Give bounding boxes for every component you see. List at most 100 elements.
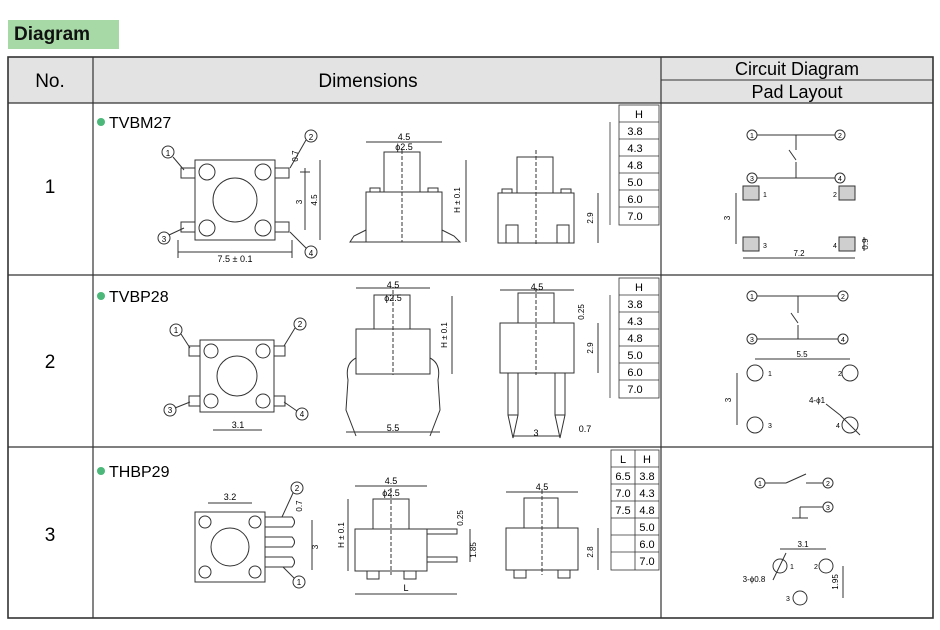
svg-text:3: 3 bbox=[162, 235, 167, 244]
model-bullet-2 bbox=[97, 292, 105, 300]
svg-text:2: 2 bbox=[833, 192, 837, 199]
dim-stem-dia: ϕ2.5 bbox=[395, 142, 413, 152]
dim-height: H ± 0.1 bbox=[337, 522, 346, 548]
row1-circuit-diagram bbox=[746, 129, 846, 184]
dim-pitch: 3 bbox=[311, 544, 320, 549]
row3-pad-layout bbox=[772, 548, 844, 606]
h-header-3: H bbox=[643, 454, 651, 466]
svg-text:1: 1 bbox=[790, 564, 794, 571]
svg-text:2: 2 bbox=[841, 294, 845, 301]
svg-text:2: 2 bbox=[814, 564, 818, 571]
svg-text:2: 2 bbox=[298, 320, 303, 329]
model-name-3: THBP29 bbox=[109, 464, 170, 481]
row2-front-view bbox=[345, 287, 453, 437]
svg-text:3: 3 bbox=[786, 596, 790, 603]
row-number-1: 1 bbox=[45, 177, 56, 198]
row3-front-view bbox=[347, 485, 471, 595]
pad-hole: 3-ϕ0.8 bbox=[743, 575, 766, 584]
svg-text:4: 4 bbox=[841, 337, 845, 344]
row1-side-view bbox=[497, 150, 599, 245]
dim-height: H ± 0.1 bbox=[440, 322, 449, 348]
dim-front-width: 4.5 bbox=[387, 280, 400, 290]
h-value: 4.8 bbox=[627, 333, 642, 345]
svg-text:2: 2 bbox=[838, 133, 842, 140]
svg-text:3: 3 bbox=[750, 337, 754, 344]
row2-pad-layout bbox=[736, 358, 861, 436]
h-value: 7.0 bbox=[627, 211, 642, 223]
table-border bbox=[7, 56, 934, 619]
dim-offset: 1.85 bbox=[469, 542, 478, 558]
svg-text:4: 4 bbox=[309, 249, 314, 258]
svg-text:3: 3 bbox=[750, 176, 754, 183]
dim-lead: 0.7 bbox=[579, 424, 592, 434]
dim-side-height: 2.9 bbox=[586, 212, 595, 224]
dim-stem-dia: ϕ2.5 bbox=[384, 293, 402, 303]
dim-side-height: 2.8 bbox=[586, 546, 595, 558]
h-value: 4.8 bbox=[639, 505, 654, 517]
l-value: 7.5 bbox=[615, 505, 630, 517]
h-value: 5.0 bbox=[627, 177, 642, 189]
svg-text:1: 1 bbox=[166, 149, 171, 158]
row1-top-view bbox=[157, 129, 321, 259]
row3-side-view bbox=[505, 490, 599, 579]
dim-side-height: 2.9 bbox=[586, 342, 595, 354]
row2-top-view bbox=[163, 317, 309, 431]
dim-front-width: 4.5 bbox=[385, 476, 398, 486]
row3-circuit-diagram bbox=[754, 473, 834, 519]
row1-pad-layout bbox=[735, 185, 865, 259]
dim-side-pitch: 3 bbox=[533, 428, 538, 438]
svg-text:4: 4 bbox=[833, 243, 837, 250]
pad-pitch-y: 1.95 bbox=[831, 574, 840, 590]
row2-circuit-diagram bbox=[746, 290, 849, 345]
svg-text:2: 2 bbox=[826, 481, 830, 488]
pad-pitch-y: 3 bbox=[723, 215, 732, 220]
dim-lead: 0.7 bbox=[295, 500, 304, 512]
dim-lead-span: 5.5 bbox=[387, 423, 400, 433]
h-value: 7.0 bbox=[639, 556, 654, 568]
section-title: Diagram bbox=[8, 20, 119, 49]
svg-text:1: 1 bbox=[750, 294, 754, 301]
svg-text:4: 4 bbox=[300, 410, 305, 419]
h-value: 4.3 bbox=[627, 143, 642, 155]
dim-side-width: 4.5 bbox=[536, 482, 549, 492]
header-no: No. bbox=[35, 71, 65, 92]
svg-text:2: 2 bbox=[838, 371, 842, 378]
dim-height: H ± 0.1 bbox=[453, 187, 462, 213]
svg-text:3: 3 bbox=[768, 423, 772, 430]
model-name-2: TVBP28 bbox=[109, 289, 169, 306]
svg-text:4: 4 bbox=[838, 176, 842, 183]
h-value: 6.0 bbox=[639, 539, 654, 551]
row1-front-view bbox=[349, 141, 467, 243]
pad-hole: 4-ϕ1 bbox=[809, 396, 826, 405]
dim-front-width: 4.5 bbox=[398, 132, 411, 142]
svg-text:1: 1 bbox=[174, 326, 179, 335]
l-value: 6.5 bbox=[615, 471, 630, 483]
header-pad-layout: Pad Layout bbox=[751, 82, 842, 102]
l-header-3: L bbox=[620, 454, 626, 466]
lh-table-3 bbox=[610, 449, 660, 571]
pad-pitch-x: 5.5 bbox=[796, 350, 808, 359]
dim-stem-dia: ϕ2.5 bbox=[382, 488, 400, 498]
h-table-2 bbox=[609, 277, 660, 399]
dim-top: 0.25 bbox=[456, 510, 465, 526]
dim-lead: 0.7 bbox=[291, 150, 300, 162]
h-value: 5.0 bbox=[627, 350, 642, 362]
svg-text:3: 3 bbox=[168, 406, 173, 415]
h-value: 3.8 bbox=[627, 299, 642, 311]
h-table-1 bbox=[609, 104, 660, 226]
h-value: 6.0 bbox=[627, 367, 642, 379]
svg-text:2: 2 bbox=[295, 484, 300, 493]
dim-width: 7.5 ± 0.1 bbox=[218, 254, 253, 264]
h-header-2: H bbox=[635, 282, 643, 294]
header-dimensions: Dimensions bbox=[318, 71, 417, 92]
pad-pitch-y: 3 bbox=[724, 397, 733, 402]
dim-pitch: 3.1 bbox=[232, 420, 245, 430]
svg-text:3: 3 bbox=[826, 505, 830, 512]
svg-text:3: 3 bbox=[763, 243, 767, 250]
svg-text:1: 1 bbox=[758, 481, 762, 488]
h-value: 4.3 bbox=[639, 488, 654, 500]
h-value: 4.3 bbox=[627, 316, 642, 328]
l-value: 7.0 bbox=[615, 488, 630, 500]
dim-side-width: 4.5 bbox=[531, 282, 544, 292]
